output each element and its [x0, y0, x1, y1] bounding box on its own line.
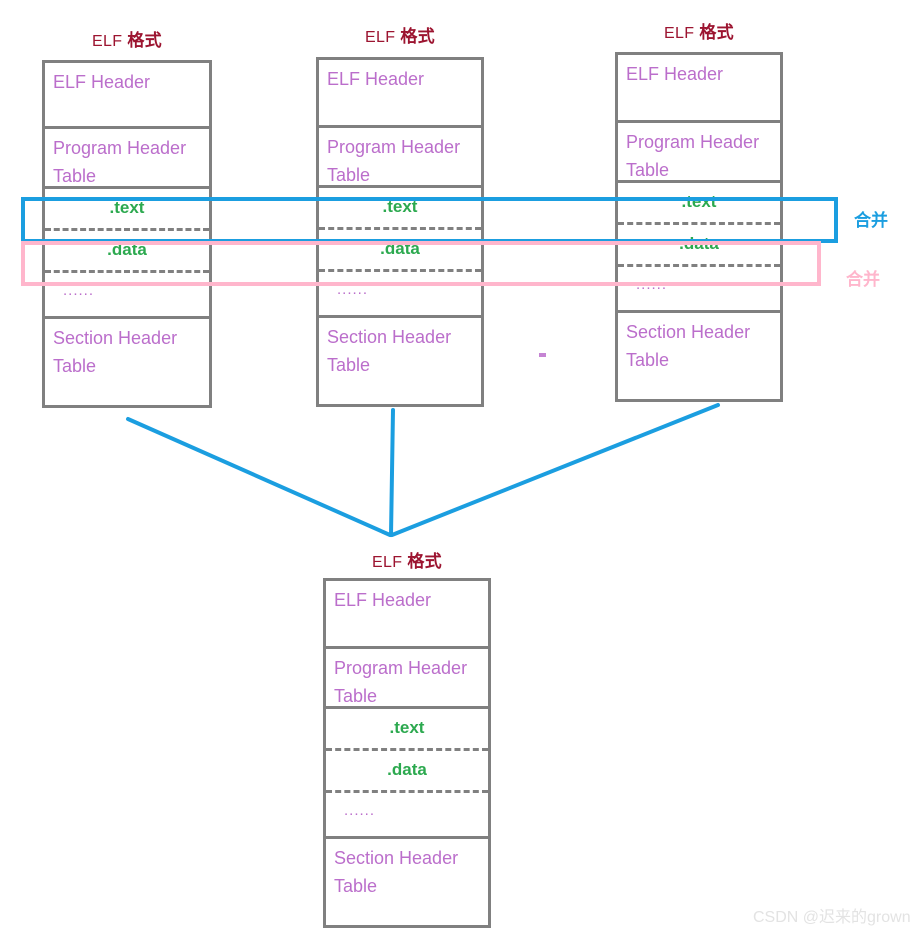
row-section-header-label-2: Table — [327, 354, 371, 375]
elf-object-3-title-cjk: 格式 — [699, 23, 734, 42]
row-elf-header-label: ELF Header — [327, 69, 425, 89]
row-text-section: .text — [618, 183, 780, 225]
elf-object-1-title: ELF 格式 — [42, 26, 212, 51]
row-section-header-label-2: Table — [626, 349, 670, 370]
row-other-sections-label: ...... — [344, 802, 376, 819]
connector-object-2 — [389, 408, 395, 537]
row-elf-header: ELF Header — [326, 581, 488, 649]
row-elf-header: ELF Header — [618, 55, 780, 123]
row-section-header-table: Section Header Table — [45, 319, 209, 405]
row-elf-header: ELF Header — [45, 63, 209, 129]
data-merge-label: 合并 — [846, 270, 880, 289]
elf-object-3-title: ELF 格式 — [615, 18, 783, 43]
row-text-section: .text — [45, 189, 209, 231]
row-section-header-label-1: Section Header — [334, 848, 459, 868]
row-other-sections: ...... — [45, 273, 209, 319]
row-data-section: .data — [326, 751, 488, 793]
elf-object-3-title-latin: ELF — [664, 25, 695, 42]
elf-output-title-cjk: 格式 — [407, 552, 442, 571]
text-merge-highlight — [21, 197, 838, 243]
row-program-header-label-2: Table — [626, 159, 670, 180]
row-other-sections-label: ...... — [63, 282, 95, 299]
row-elf-header: ELF Header — [319, 60, 481, 128]
connector-object-1 — [126, 417, 392, 537]
row-section-header-table: Section Header Table — [319, 318, 481, 404]
row-text-label: .text — [382, 197, 418, 216]
elf-output-title-latin: ELF — [372, 554, 403, 571]
row-text-section: .text — [319, 188, 481, 230]
row-program-header-label-1: Program Header — [626, 132, 760, 152]
row-elf-header-label: ELF Header — [53, 72, 151, 92]
row-elf-header-label: ELF Header — [334, 590, 432, 610]
row-other-sections: ...... — [326, 793, 488, 839]
elf-object-2-title-cjk: 格式 — [400, 27, 435, 46]
row-program-header-table: Program Header Table — [45, 129, 209, 189]
row-text-label: .text — [389, 718, 425, 737]
row-text-label: .text — [109, 198, 145, 217]
text-merge-label: 合并 — [854, 211, 888, 230]
row-text-label: .text — [681, 192, 717, 211]
connector-object-3 — [390, 403, 720, 537]
row-text-section: .text — [326, 709, 488, 751]
elf-object-3-box: ELF Header Program Header Table .text .d… — [615, 52, 783, 402]
row-section-header-label-1: Section Header — [53, 328, 178, 348]
stray-mark — [539, 353, 546, 357]
row-program-header-table: Program Header Table — [319, 128, 481, 188]
row-section-header-table: Section Header Table — [326, 839, 488, 925]
row-section-header-table: Section Header Table — [618, 313, 780, 399]
row-program-header-label-2: Table — [327, 164, 371, 185]
row-section-header-label-1: Section Header — [626, 322, 751, 342]
data-merge-highlight — [21, 241, 821, 286]
elf-object-1-box: ELF Header Program Header Table .text .d… — [42, 60, 212, 408]
row-program-header-table: Program Header Table — [618, 123, 780, 183]
row-program-header-label-1: Program Header — [53, 138, 187, 158]
row-program-header-label-1: Program Header — [334, 658, 468, 678]
row-elf-header-label: ELF Header — [626, 64, 724, 84]
row-section-header-label-1: Section Header — [327, 327, 452, 347]
elf-object-1-title-latin: ELF — [92, 33, 123, 50]
row-section-header-label-2: Table — [334, 875, 378, 896]
elf-object-1-title-cjk: 格式 — [127, 31, 162, 50]
row-section-header-label-2: Table — [53, 355, 97, 376]
row-program-header-label-2: Table — [334, 685, 378, 706]
elf-object-2-title-latin: ELF — [365, 29, 396, 46]
watermark: CSDN @迟来的grown — [753, 909, 911, 926]
row-program-header-label-1: Program Header — [327, 137, 461, 157]
elf-output-title: ELF 格式 — [323, 547, 491, 572]
row-program-header-label-2: Table — [53, 165, 97, 186]
elf-object-2-title: ELF 格式 — [316, 22, 484, 47]
elf-output-box: ELF Header Program Header Table .text .d… — [323, 578, 491, 928]
row-data-label: .data — [387, 760, 427, 779]
row-program-header-table: Program Header Table — [326, 649, 488, 709]
